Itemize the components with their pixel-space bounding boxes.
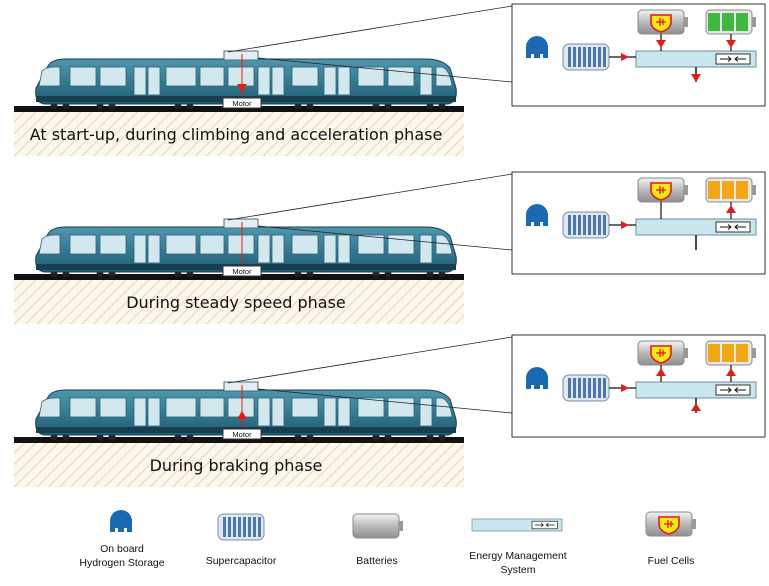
battery-icon (705, 177, 756, 203)
legend-label-batteries: Batteries (356, 555, 397, 567)
track-rail (14, 437, 464, 443)
phase-panel-startup: Motor At start-up, during climbing and ac… (14, 3, 766, 156)
legend: On board Hydrogen Storage Supercapacitor… (79, 510, 697, 576)
fuel-cell-icon (637, 9, 689, 35)
legend-hydrogen-icon (110, 510, 132, 532)
phase-caption: At start-up, during climbing and acceler… (30, 125, 443, 144)
phase-caption: During steady speed phase (126, 293, 346, 312)
ems-icon (635, 381, 757, 399)
ground-hatch (14, 443, 464, 487)
legend-supercapacitor-icon (217, 513, 265, 541)
motor-arrow-down-icon (237, 84, 247, 92)
supercapacitor-icon (562, 374, 610, 402)
hydrogen-tank-icon (526, 367, 548, 389)
bus-arrow-up-icon (691, 403, 701, 411)
battery-icon (705, 9, 756, 35)
legend-label-hydrogen-2: Hydrogen Storage (79, 557, 164, 569)
battery-arrow-down-icon (726, 40, 736, 48)
fuel-cell-icon (637, 340, 689, 366)
legend-label-fuelcells: Fuel Cells (648, 555, 695, 567)
motor-label: Motor (232, 267, 252, 276)
motor-label: Motor (232, 430, 252, 439)
fc-arrow-down-icon (656, 40, 666, 48)
motor-label: Motor (232, 99, 252, 108)
legend-label-ems-2: System (500, 564, 535, 576)
sc-flow-arrow-icon (621, 53, 629, 61)
track-rail (14, 274, 464, 280)
hydrogen-tank-icon (526, 36, 548, 58)
phase-caption: During braking phase (150, 456, 323, 475)
ground-hatch (14, 280, 464, 324)
zoom-lines (227, 173, 513, 251)
legend-label-supercapacitor: Supercapacitor (206, 555, 277, 567)
legend-ems-icon (471, 518, 563, 532)
legend-fuelcell-icon (645, 511, 697, 537)
ems-icon (635, 50, 757, 68)
ground-hatch (14, 112, 464, 156)
legend-battery-icon (352, 513, 404, 539)
track-rail (14, 106, 464, 112)
battery-icon (705, 340, 756, 366)
battery-arrow-up-icon (726, 368, 736, 376)
fuel-cell-icon (637, 177, 689, 203)
legend-label-hydrogen-1: On board (100, 543, 144, 555)
supercapacitor-icon (562, 211, 610, 239)
sc-flow-arrow-icon (621, 384, 629, 392)
motor-arrow-up-icon (237, 411, 247, 419)
bus-arrow-down-icon (691, 74, 701, 82)
fc-arrow-up-icon (656, 368, 666, 376)
battery-arrow-up-icon (726, 205, 736, 213)
supercapacitor-icon (562, 43, 610, 71)
legend-label-ems-1: Energy Management (469, 550, 567, 562)
zoom-lines (227, 336, 513, 414)
zoom-lines (227, 5, 513, 83)
hydrogen-tank-icon (526, 204, 548, 226)
sc-flow-arrow-icon (621, 221, 629, 229)
ems-icon (635, 218, 757, 236)
